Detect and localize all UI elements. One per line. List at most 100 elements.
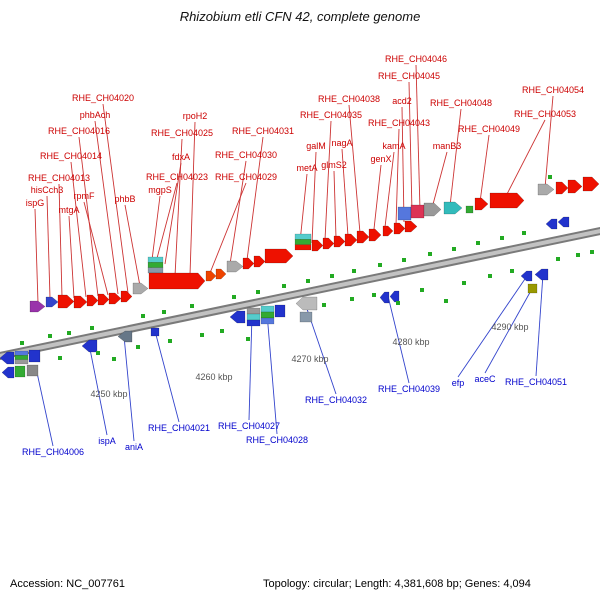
gene-label-RHE_CH04045[interactable]: RHE_CH04045 — [378, 71, 440, 81]
gene-arrow-forward[interactable] — [489, 192, 525, 209]
gene-segment[interactable] — [246, 307, 261, 315]
gene-segment[interactable] — [260, 305, 275, 313]
gene-label-RHE_CH04013[interactable]: RHE_CH04013 — [28, 173, 90, 183]
gene-label-RHE_CH04039[interactable]: RHE_CH04039 — [378, 384, 440, 394]
gene-label-rpmF[interactable]: rpmF — [74, 191, 95, 201]
gene-label-RHE_CH04053[interactable]: RHE_CH04053 — [514, 109, 576, 119]
gene-arrow-reverse[interactable] — [389, 290, 400, 303]
gene-segment[interactable] — [28, 349, 41, 363]
gene-arrow-forward[interactable] — [368, 228, 382, 242]
gene-segment[interactable] — [294, 244, 312, 251]
gene-label-hisCch3[interactable]: hisCch3 — [31, 185, 64, 195]
gene-arrow-forward[interactable] — [29, 300, 46, 313]
gene-segment[interactable] — [147, 256, 164, 263]
gene-segment[interactable] — [465, 205, 474, 214]
gene-segment[interactable] — [246, 313, 261, 321]
gene-label-fdxA[interactable]: fdxA — [172, 152, 190, 162]
gene-label-RHE_CH04043[interactable]: RHE_CH04043 — [368, 118, 430, 128]
gene-arrow-forward[interactable] — [205, 270, 217, 282]
gene-label-ispG[interactable]: ispG — [26, 198, 45, 208]
gene-segment[interactable] — [147, 267, 164, 274]
gene-label-RHE_CH04016[interactable]: RHE_CH04016 — [48, 126, 110, 136]
gene-label-efp[interactable]: efp — [452, 378, 465, 388]
gene-label-metA[interactable]: metA — [296, 163, 317, 173]
gene-segment[interactable] — [246, 319, 261, 327]
gene-arrow-forward[interactable] — [555, 181, 569, 195]
gene-arrow-forward[interactable] — [474, 197, 489, 211]
gene-arrow-forward[interactable] — [567, 179, 583, 194]
gene-arrow-forward[interactable] — [45, 296, 59, 308]
gene-arrow-forward[interactable] — [253, 255, 266, 268]
gene-segment[interactable] — [527, 283, 538, 294]
gene-label-RHE_CH04048[interactable]: RHE_CH04048 — [430, 98, 492, 108]
gene-arrow-forward[interactable] — [311, 239, 324, 252]
gene-label-galM[interactable]: galM — [306, 141, 326, 151]
gene-segment[interactable] — [260, 311, 275, 319]
gene-arrow-forward[interactable] — [73, 295, 88, 309]
gene-arrow-forward[interactable] — [382, 225, 394, 237]
gene-label-RHE_CH04051[interactable]: RHE_CH04051 — [505, 377, 567, 387]
gene-label-RHE_CH04032[interactable]: RHE_CH04032 — [305, 395, 367, 405]
gene-label-mgpS[interactable]: mgpS — [148, 185, 172, 195]
gene-arrow-forward[interactable] — [333, 235, 346, 248]
gene-arrow-forward[interactable] — [393, 222, 406, 235]
gene-arrow-reverse[interactable] — [1, 366, 15, 379]
gene-label-RHE_CH04021[interactable]: RHE_CH04021 — [148, 423, 210, 433]
gene-label-nagA[interactable]: nagA — [331, 138, 352, 148]
gene-segment[interactable] — [260, 317, 275, 325]
gene-segment[interactable] — [14, 355, 29, 360]
gene-arrow-forward[interactable] — [57, 294, 75, 309]
gene-arrow-reverse[interactable] — [81, 339, 98, 353]
gene-arrow-reverse[interactable] — [295, 296, 318, 311]
gene-label-glmS2[interactable]: glmS2 — [321, 160, 347, 170]
gene-label-RHE_CH04025[interactable]: RHE_CH04025 — [151, 128, 213, 138]
gene-arrow-forward[interactable] — [132, 282, 149, 295]
gene-label-RHE_CH04028[interactable]: RHE_CH04028 — [246, 435, 308, 445]
gene-arrow-forward[interactable] — [86, 294, 99, 307]
gene-arrow-forward[interactable] — [344, 233, 358, 247]
gene-segment[interactable] — [397, 206, 412, 221]
gene-segment[interactable] — [294, 233, 312, 240]
gene-arrow-forward[interactable] — [226, 260, 244, 273]
gene-segment[interactable] — [14, 350, 29, 356]
gene-arrow-forward[interactable] — [322, 237, 335, 250]
gene-arrow-reverse[interactable] — [545, 218, 558, 230]
gene-label-RHE_CH04031[interactable]: RHE_CH04031 — [232, 126, 294, 136]
gene-arrow-reverse[interactable] — [557, 216, 570, 228]
gene-arrow-forward[interactable] — [148, 272, 206, 290]
gene-arrow-forward[interactable] — [423, 202, 442, 217]
gene-label-mtgA[interactable]: mtgA — [58, 205, 79, 215]
gene-arrow-reverse[interactable] — [379, 291, 390, 304]
gene-label-RHE_CH04038[interactable]: RHE_CH04038 — [318, 94, 380, 104]
gene-arrow-reverse[interactable] — [520, 270, 533, 282]
gene-label-RHE_CH04029[interactable]: RHE_CH04029 — [215, 172, 277, 182]
gene-segment[interactable] — [26, 364, 39, 377]
gene-arrow-forward[interactable] — [537, 183, 555, 196]
gene-label-phbB[interactable]: phbB — [114, 194, 135, 204]
gene-label-RHE_CH04049[interactable]: RHE_CH04049 — [458, 124, 520, 134]
gene-segment[interactable] — [299, 311, 313, 323]
gene-arrow-forward[interactable] — [242, 257, 255, 270]
gene-segment[interactable] — [410, 204, 425, 219]
gene-arrow-forward[interactable] — [97, 293, 110, 306]
gene-label-RHE_CH04006[interactable]: RHE_CH04006 — [22, 447, 84, 457]
gene-arrow-forward[interactable] — [264, 248, 294, 264]
gene-arrow-reverse[interactable] — [0, 351, 15, 365]
gene-label-RHE_CH04030[interactable]: RHE_CH04030 — [215, 150, 277, 160]
gene-label-phbAch[interactable]: phbAch — [80, 110, 111, 120]
gene-segment[interactable] — [294, 239, 312, 245]
gene-arrow-reverse[interactable] — [117, 330, 133, 343]
gene-label-ispA[interactable]: ispA — [98, 436, 116, 446]
gene-segment[interactable] — [150, 327, 160, 337]
gene-label-acd2[interactable]: acd2 — [392, 96, 412, 106]
gene-label-genX[interactable]: genX — [370, 154, 391, 164]
gene-arrow-forward[interactable] — [120, 290, 133, 303]
gene-arrow-forward[interactable] — [356, 230, 370, 244]
gene-label-RHE_CH04014[interactable]: RHE_CH04014 — [40, 151, 102, 161]
gene-arrow-reverse[interactable] — [534, 268, 549, 281]
gene-label-RHE_CH04035[interactable]: RHE_CH04035 — [300, 110, 362, 120]
gene-label-aceC[interactable]: aceC — [474, 374, 496, 384]
gene-label-aniA[interactable]: aniA — [125, 442, 143, 452]
gene-segment[interactable] — [14, 359, 29, 365]
